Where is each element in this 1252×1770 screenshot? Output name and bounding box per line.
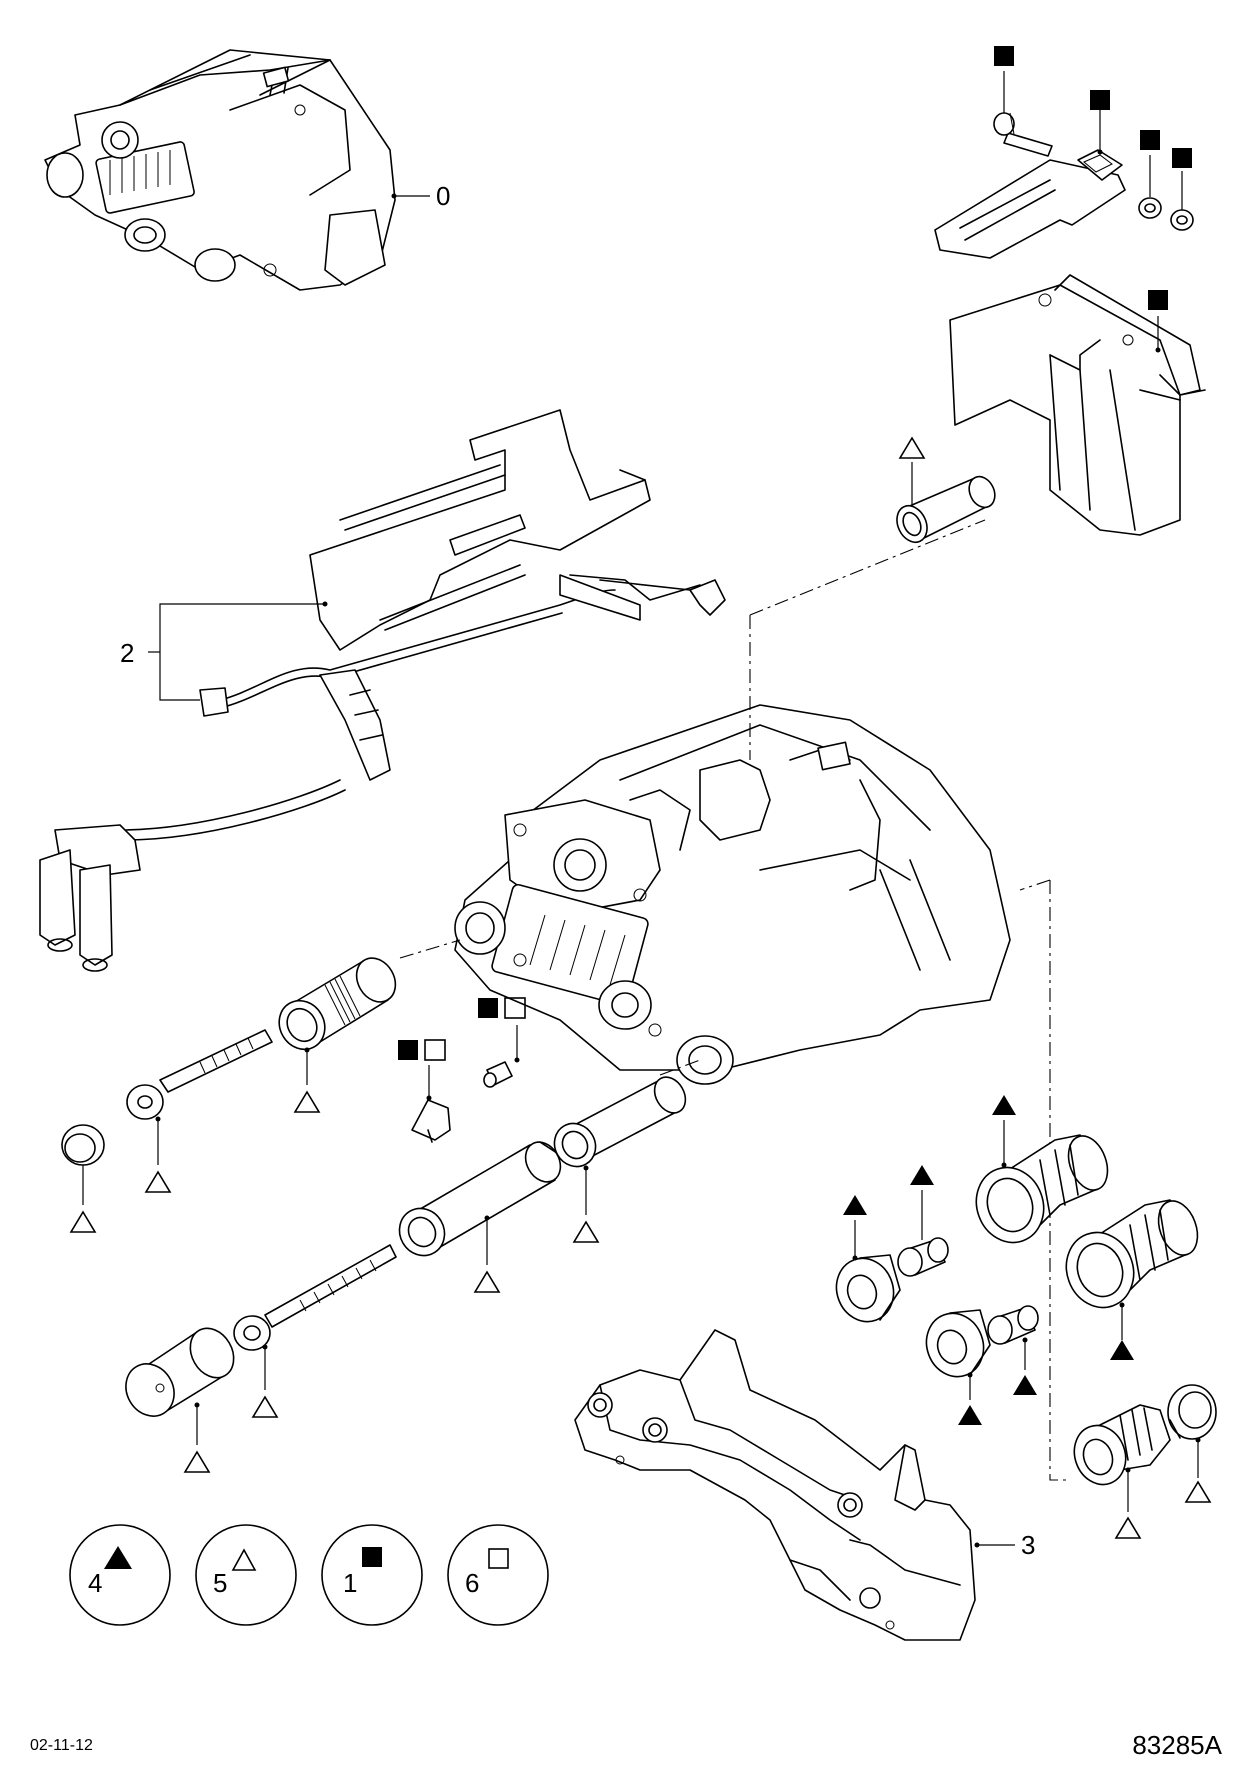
guide-bolt-upper [126,1029,273,1120]
bushing-small-1 [897,1237,949,1277]
callout-2: 2 [120,638,134,668]
svg-text:4: 4 [88,1568,102,1598]
pad-retainer-plate [934,149,1126,259]
footer-date: 02-11-12 [30,1737,93,1754]
boot-right [1065,1199,1199,1309]
bleed-screw [483,1061,513,1088]
boot-upper [975,1134,1109,1244]
caliper-assembly-complete [44,49,396,291]
guide-sleeve-short [553,1076,687,1168]
legend-item-filled-triangle: 4 [69,1524,171,1626]
svg-text:5: 5 [213,1568,227,1598]
svg-text:1: 1 [343,1568,357,1598]
wear-sensor-cable [39,574,726,972]
guide-bolt-lower [233,1244,397,1351]
washer-1 [1138,197,1162,219]
caliper-carrier [574,1329,976,1641]
guide-sleeve-cap-lower [125,1327,235,1417]
boot-lower [1073,1404,1171,1486]
legend: 4 5 1 6 [69,1524,549,1626]
legend-item-open-square: 6 [447,1524,549,1626]
callout-3: 3 [1021,1530,1035,1560]
seal-ring-2 [925,1309,991,1378]
end-cap-right [1167,1384,1217,1440]
svg-text:6: 6 [465,1568,479,1598]
guide-sleeve-long [398,1141,562,1257]
cover-plate [309,409,651,651]
filled-square-symbol [994,46,1014,66]
legend-item-open-triangle: 5 [195,1524,297,1626]
pad-retainer-bolt [993,112,1053,157]
guide-sleeve-upper [278,957,397,1051]
bushing-small-2 [987,1305,1039,1345]
guide-bushing-top [896,475,996,544]
document-number: 83285A [1132,1730,1222,1760]
caliper-housing [454,704,1011,1085]
washer-2 [1170,209,1194,231]
guide-cap [61,1124,105,1166]
callout-0: 0 [436,181,450,211]
seal-ring-1 [835,1254,901,1323]
brake-pads [949,274,1206,536]
dust-cap [411,1099,451,1143]
legend-item-filled-square: 1 [321,1524,423,1626]
